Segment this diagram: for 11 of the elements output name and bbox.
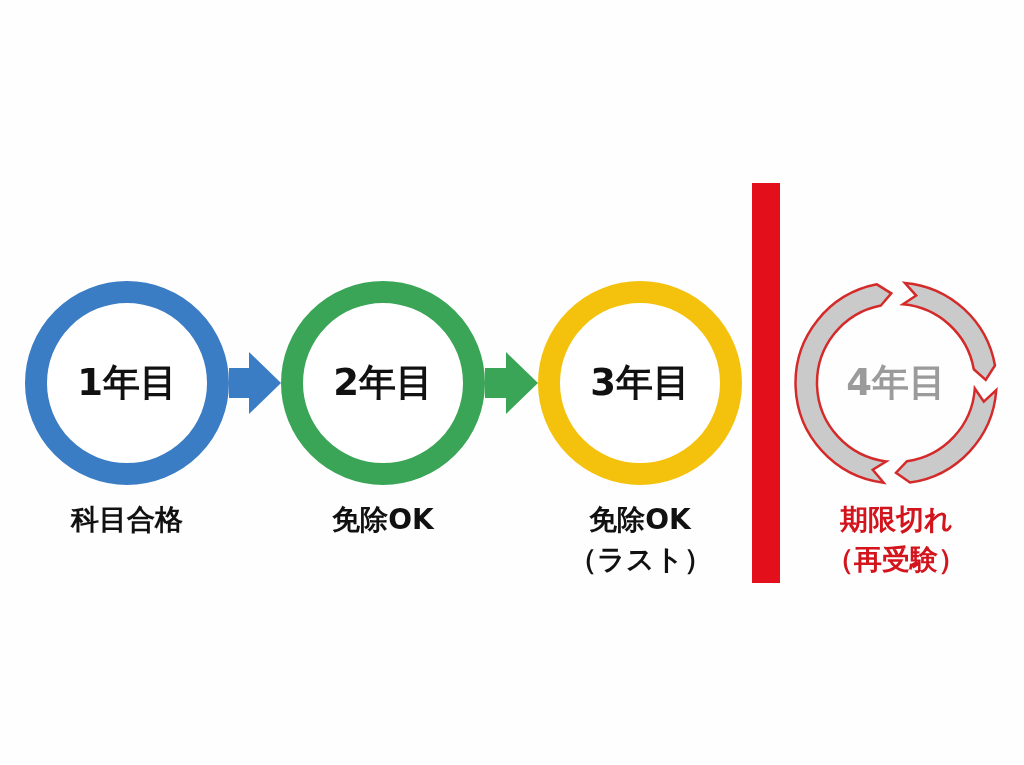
year-label: 4年目 bbox=[846, 362, 946, 404]
arrow bbox=[485, 352, 538, 414]
arrow bbox=[229, 352, 281, 414]
year-label: 2年目 bbox=[333, 362, 433, 404]
year-label: 1年目 bbox=[77, 362, 177, 404]
node-label: 科目合格 bbox=[71, 502, 183, 538]
node-label: 免除OK（ラスト） bbox=[567, 502, 713, 578]
year-label: 3年目 bbox=[590, 362, 690, 404]
divider-bar bbox=[752, 183, 780, 583]
node-label: 期限切れ（再受験） bbox=[825, 502, 967, 578]
node-label: 免除OK bbox=[332, 502, 434, 538]
